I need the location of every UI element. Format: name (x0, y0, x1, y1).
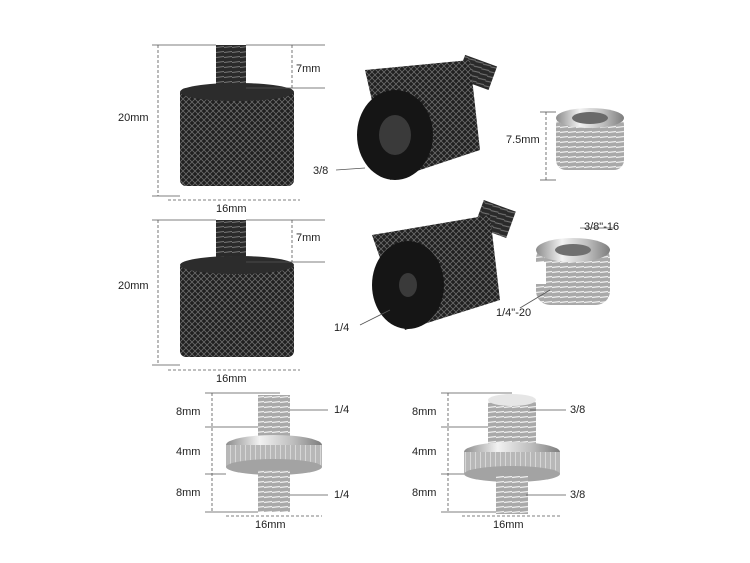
screw-b-bottom-length-label: 8mm (412, 487, 437, 499)
leader-1-4 (359, 309, 391, 326)
knurled-b-thread-label: 1/4 (334, 322, 350, 334)
bushing-inner-thread-label: 1/4"-20 (496, 307, 532, 319)
screw-a-top-length-label: 8mm (176, 406, 201, 418)
dim-lines-adapter-a (152, 44, 325, 201)
screw-b-width-label: 16mm (493, 519, 524, 531)
adapter-a-height-label: 20mm (118, 112, 149, 124)
leader-3-8 (335, 167, 366, 171)
silver-double-screw-1-4 (226, 395, 322, 512)
screw-b-flange-label: 4mm (412, 446, 437, 458)
black-knurled-female-1-4 (372, 200, 516, 330)
dim-lines-adapter-b (152, 219, 325, 371)
black-adapter-top (180, 45, 294, 186)
dim-lines-screw-a (205, 392, 328, 517)
leader-1-4-20 (519, 289, 551, 309)
dim-lines-bushing (540, 111, 556, 181)
screw-b-bottom-size-label: 3/8 (570, 489, 586, 501)
screw-a-top-size-label: 1/4 (334, 404, 350, 416)
silver-double-screw-3-8 (464, 394, 560, 514)
black-adapter-middle (180, 220, 294, 357)
screw-b-top-length-label: 8mm (412, 406, 437, 418)
screw-a-flange-label: 4mm (176, 446, 201, 458)
bushing-outer-thread-label: 3/8"-16 (584, 221, 620, 233)
adapter-a-width-label: 16mm (216, 203, 247, 215)
screw-a-bottom-size-label: 1/4 (334, 489, 350, 501)
knurled-a-thread-label: 3/8 (313, 165, 329, 177)
screw-b-top-size-label: 3/8 (570, 404, 586, 416)
adapter-b-width-label: 16mm (216, 373, 247, 385)
adapter-b-thread-label: 7mm (296, 232, 321, 244)
adapter-b-height-label: 20mm (118, 280, 149, 292)
silver-bushing-split (536, 238, 610, 305)
screw-a-bottom-length-label: 8mm (176, 487, 201, 499)
screw-a-width-label: 16mm (255, 519, 286, 531)
dim-lines-screw-b (441, 392, 566, 517)
black-knurled-female-3-8 (357, 54, 498, 180)
adapter-a-thread-label: 7mm (296, 63, 321, 75)
silver-bushing-small (556, 108, 624, 170)
bushing-small-height-label: 7.5mm (506, 134, 540, 146)
